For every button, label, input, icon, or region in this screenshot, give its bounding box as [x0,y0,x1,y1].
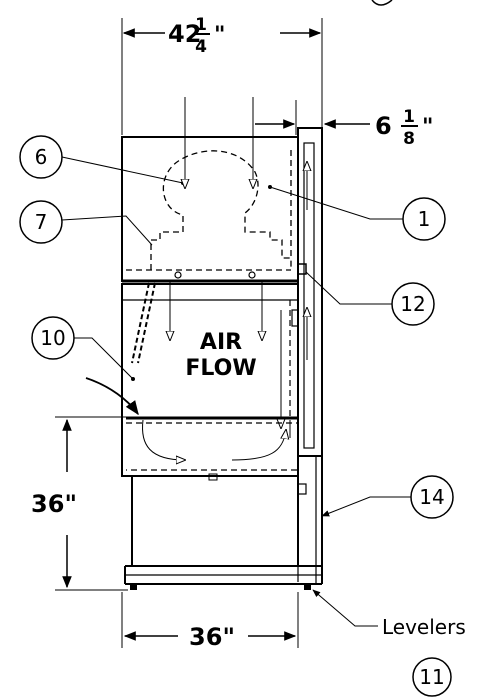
air-flow-label-line1: AIR [200,330,242,355]
callout-11: 11 [412,657,452,697]
callout-12: 12 [305,271,435,326]
dimension-bottom-width: 36" [121,592,299,651]
svg-text:6: 6 [35,145,48,169]
svg-text:12: 12 [400,292,425,316]
levelers-label: Levelers [382,615,466,639]
dim-top-unit: " [214,23,225,48]
leveler-foot-right [304,584,311,590]
dimension-side-depth: 6 1 8 " [255,100,433,149]
air-flow-label-line2: FLOW [185,356,256,381]
dimension-left-height: 36" [31,416,128,591]
svg-text:10: 10 [40,326,65,350]
corner-fragment [371,0,393,6]
side-return-duct [289,127,323,457]
leveler-foot-left [130,584,137,590]
callout-14: 14 [321,475,454,519]
dimension-top-width: 42 1 4 " [121,15,323,135]
dim-side-unit: " [422,115,433,140]
blower-housing-outline [150,150,292,270]
callout-6: 6 [19,135,184,184]
callout-1: 1 [269,186,446,241]
callout-levelers: Levelers [312,589,466,639]
svg-text:7: 7 [35,210,48,234]
callout-7: 7 [19,200,153,246]
middle-unit: AIR FLOW [85,282,299,481]
svg-text:1: 1 [418,207,431,231]
dim-top-num: 1 [195,15,207,35]
dim-side-num: 1 [403,107,415,127]
callout-10: 10 [31,316,134,380]
dim-side-whole: 6 [375,112,392,140]
dim-side-den: 8 [403,129,415,149]
dim-left-height: 36" [31,490,77,518]
svg-text:11: 11 [419,665,444,689]
lower-base [124,456,323,590]
svg-text:14: 14 [419,485,444,509]
dim-bottom-width: 36" [189,623,235,651]
dim-top-den: 4 [195,37,207,57]
